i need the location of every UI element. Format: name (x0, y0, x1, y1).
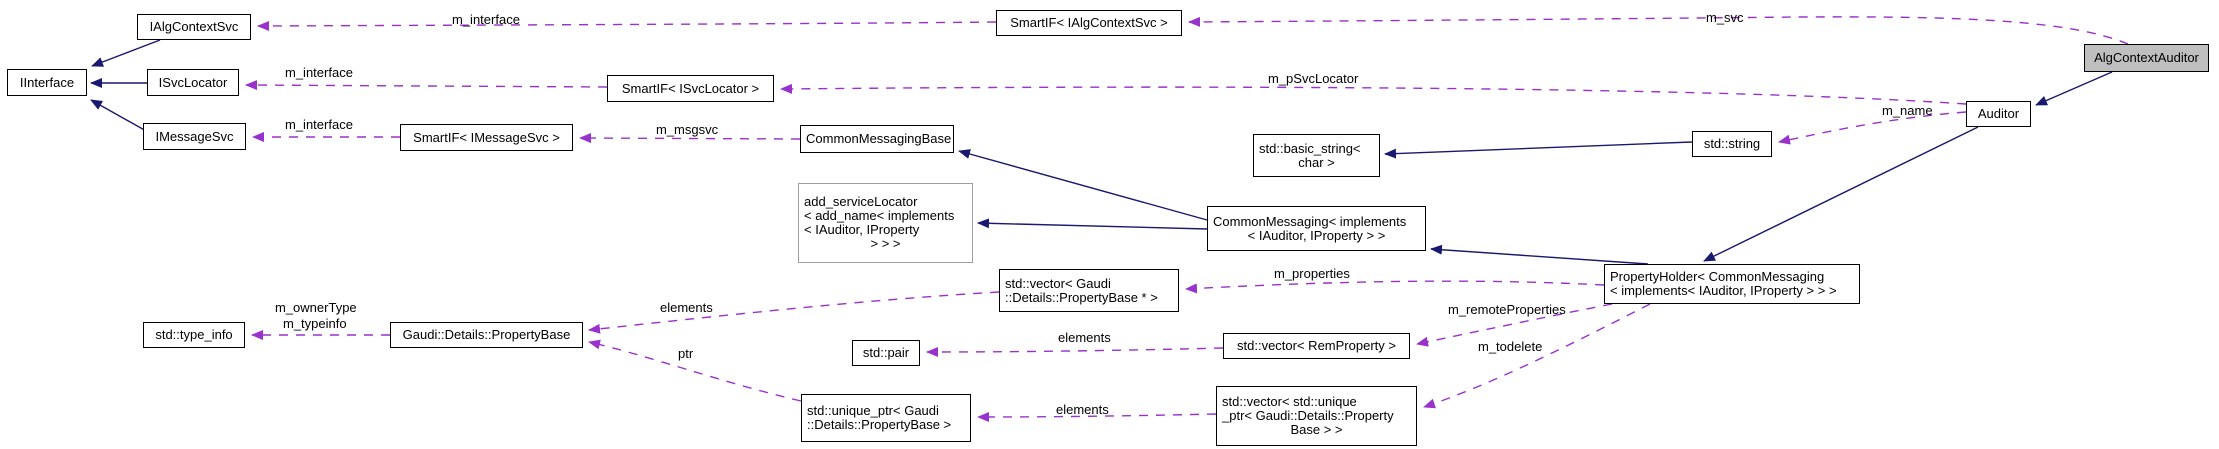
node-label-line: < implements< IAuditor, IProperty > > > (1610, 283, 1837, 298)
node-algcontextauditor: AlgContextAuditor (2084, 44, 2209, 72)
edge-algcontextauditor-to-auditor (2035, 71, 2113, 106)
edge-label-m-svc: m_svc (1706, 10, 1744, 25)
edge-propertyholder-to-commonmessaging (1430, 244, 1649, 265)
edge-label-ptr: ptr (678, 346, 694, 361)
node-label-line: std::unique_ptr< Gaudi (807, 403, 939, 418)
edge-elements-vectorpropertybaseptr-to-propertybase (588, 291, 1000, 334)
edge-msvc-smartifialgcontextsvc-to-ialgcontextsvc (257, 20, 997, 31)
node-add-servicelocator: add_serviceLocator< add_name< implements… (798, 183, 973, 263)
node-auditor[interactable]: Auditor (1966, 101, 2031, 127)
node-label-line: std::vector< RemProperty > (1237, 338, 1396, 353)
edge-label-m-msgsvc: m_msgsvc (656, 122, 719, 137)
node-vector-propertybase-ptr[interactable]: std::vector< Gaudi::Details::PropertyBas… (999, 269, 1179, 312)
node-isvclocator[interactable]: ISvcLocator (147, 69, 239, 96)
edge-auditor-to-propertyholder (1703, 126, 1979, 262)
node-iinterface[interactable]: IInterface (7, 69, 87, 96)
edge-label-m-psvclocator: m_pSvcLocator (1268, 71, 1359, 86)
node-vector-unique-ptr[interactable]: std::vector< std::unique_ptr< Gaudi::Det… (1216, 386, 1417, 446)
node-label-line: std::pair (862, 345, 910, 360)
edge-imessagesvc-to-iinterface (90, 99, 149, 133)
node-label-line: Base > > (1290, 422, 1343, 437)
node-propertyholder[interactable]: PropertyHolder< CommonMessaging< impleme… (1604, 264, 1860, 304)
node-label-line: ::Details::PropertyBase * > (1005, 289, 1158, 305)
node-smartif-isvclocator[interactable]: SmartIF< ISvcLocator > (607, 75, 774, 102)
node-label-line: add_serviceLocator (804, 194, 918, 209)
edge-commonmessaging-to-addservicelocator (977, 218, 1208, 230)
node-propertybase[interactable]: Gaudi::Details::PropertyBase (390, 322, 583, 348)
node-label-line: ISvcLocator (158, 74, 228, 90)
node-label-line: std::string (1703, 136, 1761, 151)
node-label-line: Gaudi::Details::PropertyBase (402, 327, 571, 342)
edge-label-m-name: m_name (1882, 103, 1933, 118)
edge-msvc-algcontextauditor-to-smartifialgcontextsvc (1188, 16, 2129, 45)
edge-mproperties-propertyholder-to-vectorpropertybaseptr (1185, 280, 1605, 294)
edge-mtodelete-propertyholder-to-vectoruniqueptr (1423, 303, 1651, 409)
node-label-line: SmartIF< IAlgContextSvc > (1010, 15, 1168, 30)
edge-ialgcontextsvc-to-iinterface (91, 39, 161, 67)
node-smartif-imessagesvc[interactable]: SmartIF< IMessageSvc > (400, 124, 573, 151)
node-label-line: SmartIF< ISvcLocator > (621, 80, 760, 96)
node-label-line: PropertyHolder< CommonMessaging (1610, 269, 1825, 284)
node-ialgcontextsvc[interactable]: IAlgContextSvc (137, 14, 251, 40)
edge-elements-vectorremproperty-to-stdpair (926, 346, 1224, 357)
node-label-line: IAlgContextSvc (149, 19, 239, 34)
edge-mname-auditor-to-stdstring (1778, 111, 1967, 145)
node-label-line: Auditor (1977, 106, 2020, 121)
edge-label-elements-c: elements (1056, 402, 1109, 417)
node-label-line: < IAuditor, IProperty > > (1247, 227, 1386, 243)
edge-mpsvclocator-auditor-to-smartifisvclocator (780, 83, 1967, 105)
node-std-pair[interactable]: std::pair (852, 340, 920, 366)
node-label-line: _ptr< Gaudi::Details::Property (1222, 408, 1394, 423)
node-vector-remproperty[interactable]: std::vector< RemProperty > (1223, 333, 1410, 359)
edge-label-m-interface-1: m_interface (452, 12, 520, 27)
edge-label-elements-a: elements (660, 300, 713, 315)
edge-label-m-todelete: m_todelete (1478, 339, 1543, 354)
node-label-line: IInterface (19, 74, 75, 90)
node-label-line: AlgContextAuditor (2094, 50, 2199, 65)
edge-minterface-smartifisvclocator-to-isvclocator (245, 80, 608, 91)
node-smartif-ialgcontextsvc[interactable]: SmartIF< IAlgContextSvc > (996, 10, 1182, 36)
edge-label-m-interface-3: m_interface (285, 117, 353, 132)
node-basic-string[interactable]: std::basic_string<char > (1253, 134, 1380, 177)
edge-label-m-interface-2: m_interface (285, 65, 353, 80)
node-imessagesvc[interactable]: IMessageSvc (143, 123, 246, 150)
edge-ptr-uniqueptr-to-propertybase (588, 339, 802, 402)
node-label-line: ::Details::PropertyBase > (807, 417, 952, 432)
edge-elements-vectoruniqueptr-to-uniqueptr (977, 411, 1217, 422)
node-label-line: SmartIF< IMessageSvc > (413, 129, 560, 145)
edge-label-m-remoteproperties: m_remoteProperties (1448, 302, 1566, 317)
edge-label-m-ownertype: m_ownerType (275, 300, 357, 315)
edge-mremoteproperties-propertyholder-to-vectorremproperty (1416, 303, 1613, 347)
node-type-info[interactable]: std::type_info (143, 322, 245, 348)
node-commonmessaging-impl[interactable]: CommonMessaging< implements< IAuditor, I… (1207, 206, 1426, 251)
edge-stdstring-to-basicstring (1384, 141, 1693, 159)
edge-label-m-typeinfo: m_typeinfo (283, 316, 347, 331)
node-label-line: std::vector< std::unique (1222, 394, 1357, 409)
node-label-line: > > > (870, 236, 901, 251)
edge-label-elements-b: elements (1058, 330, 1111, 345)
node-std-string[interactable]: std::string (1692, 131, 1772, 157)
node-label-line: std::vector< Gaudi (1005, 275, 1111, 291)
node-label-line: std::type_info (155, 327, 233, 342)
edge-label-m-properties: m_properties (1274, 266, 1350, 281)
node-commonmessagingbase[interactable]: CommonMessagingBase (800, 125, 954, 153)
node-label-line: CommonMessagingBase (806, 131, 952, 146)
edge-commonmessaging-to-commonmessagingbase (958, 149, 1208, 221)
node-label-line: std::basic_string< (1259, 140, 1361, 156)
node-label-line: < IAuditor, IProperty (804, 222, 920, 237)
edge-mmsgsvc-commonmessagingbase-to-smartifimessagesvc (579, 133, 801, 144)
node-label-line: < add_name< implements (804, 208, 955, 223)
node-unique-ptr[interactable]: std::unique_ptr< Gaudi::Details::Propert… (801, 394, 971, 442)
node-label-line: IMessageSvc (155, 128, 234, 144)
node-label-line: char > (1298, 154, 1335, 170)
node-label-line: CommonMessaging< implements (1213, 213, 1407, 229)
